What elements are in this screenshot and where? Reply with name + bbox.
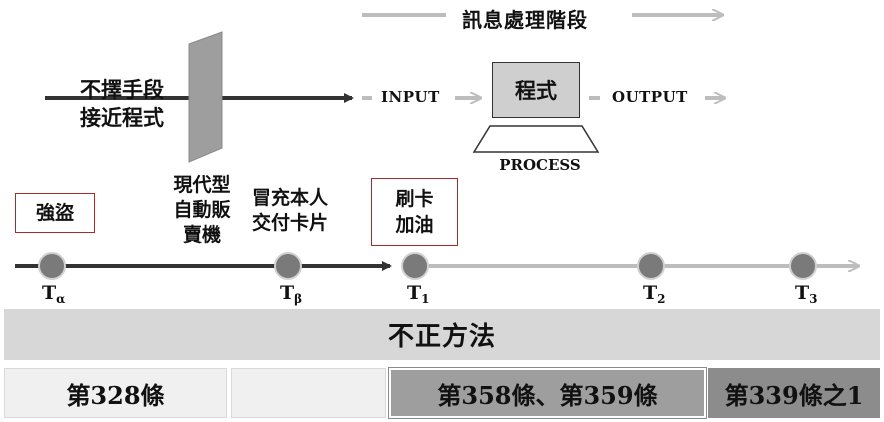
- input-label: INPUT: [381, 88, 440, 106]
- timeline-label-t1: T1: [407, 282, 430, 306]
- timeline-node-t-beta: [274, 252, 302, 280]
- article-328-cell: 第328條: [4, 368, 227, 418]
- article-358-359-label: 第358條、第359條: [437, 380, 658, 410]
- timeline-node-t2: [637, 252, 665, 280]
- process-label: PROCESS: [499, 156, 581, 174]
- stage-title: 訊息處理階段: [462, 8, 588, 32]
- timeline-label-t-beta: Tβ: [280, 282, 303, 306]
- computer-base: [472, 125, 600, 153]
- program-box: 程式: [492, 62, 580, 118]
- barrier-wall: [188, 31, 223, 163]
- article-339-1-label: 第339條之1: [724, 380, 864, 410]
- event-card-fuel-box: 刷卡 加油: [371, 178, 458, 246]
- event-robbery-box: 強盜: [15, 193, 95, 233]
- timeline-label-t-alpha: Tα: [42, 282, 66, 306]
- article-358-359-cell: 第358條、第359條: [388, 367, 707, 419]
- timeline-node-t-alpha: [38, 252, 66, 280]
- article-empty-cell: [231, 368, 386, 418]
- event-robbery-label: 強盜: [35, 202, 74, 224]
- event-impersonation-line1: 冒充本人: [251, 187, 328, 209]
- approach-description: 不擇手段 接近程式: [80, 76, 164, 132]
- event-vending-line1: 現代型: [173, 174, 231, 196]
- timeline-label-t2: T2: [643, 282, 666, 306]
- article-339-1-cell: 第339條之1: [708, 368, 880, 418]
- improper-method-band: 不正方法: [4, 309, 880, 360]
- timeline-node-t1: [401, 252, 429, 280]
- program-label: 程式: [515, 78, 557, 103]
- approach-description-line2: 接近程式: [80, 105, 164, 130]
- event-impersonation-line2: 交付卡片: [251, 212, 328, 234]
- timeline-node-t3: [789, 252, 817, 280]
- event-vending-machine: 現代型 自動販 賣機: [158, 173, 246, 248]
- output-label: OUTPUT: [612, 88, 688, 106]
- event-vending-line2: 自動販: [173, 199, 231, 221]
- improper-method-label: 不正方法: [387, 322, 496, 352]
- article-328-label: 第328條: [66, 380, 165, 410]
- event-impersonation: 冒充本人 交付卡片: [240, 186, 340, 236]
- timeline-label-t3: T3: [795, 282, 818, 306]
- event-card-fuel-line2: 加油: [395, 214, 434, 236]
- approach-description-line1: 不擇手段: [80, 77, 164, 102]
- event-vending-line3: 賣機: [182, 224, 221, 246]
- event-card-fuel-line1: 刷卡: [395, 188, 434, 210]
